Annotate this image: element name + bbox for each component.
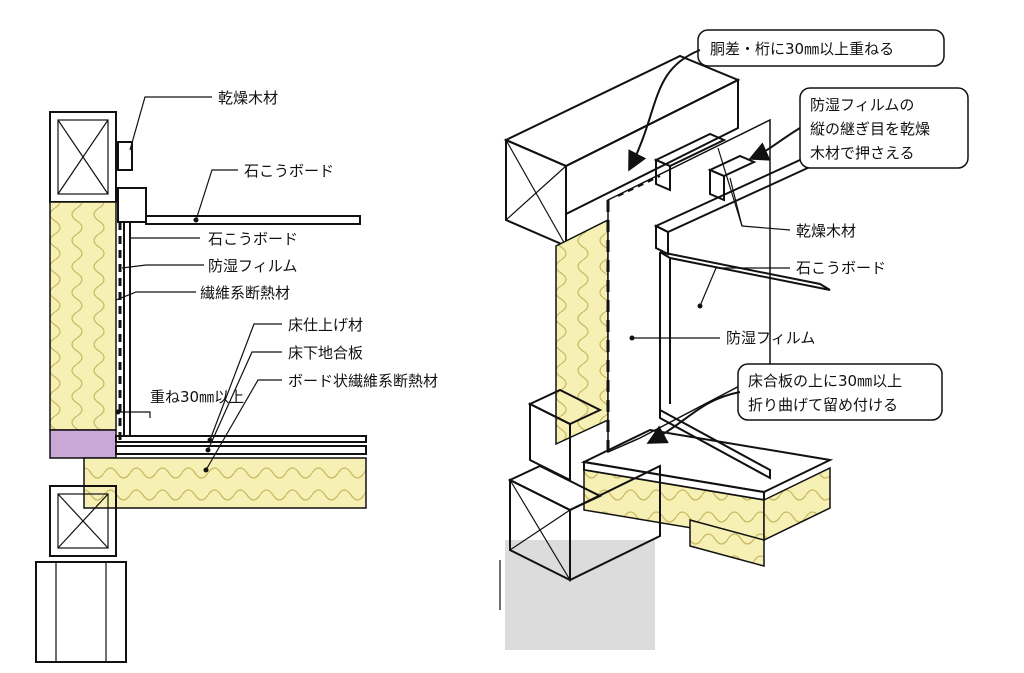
dry-timber-block bbox=[117, 141, 133, 171]
callout-top: 胴差・桁に30㎜以上重ねる bbox=[710, 40, 894, 58]
arrow-floor bbox=[646, 391, 741, 444]
label-overlap: 重ね30㎜以上 bbox=[150, 388, 244, 406]
callout-floor-line1: 床合板の上に30㎜以上 bbox=[748, 372, 902, 390]
left-leader-lines bbox=[115, 96, 282, 471]
label-fiber-insulation: 繊維系断熱材 bbox=[200, 284, 290, 302]
callout-top-box bbox=[697, 29, 945, 67]
label-subfloor-plywood: 床下地合板 bbox=[288, 344, 363, 362]
label-vapor-film-left: 防湿フィルム bbox=[208, 257, 297, 275]
board-insulation bbox=[83, 457, 367, 509]
callout-floor-line2: 折り曲げて留め付ける bbox=[748, 396, 898, 414]
ceiling-block bbox=[117, 187, 147, 223]
left-section: 乾燥木材 石こうボード 石こうボード 防湿フィルム 繊維系断熱材 床仕上げ材 床… bbox=[35, 89, 438, 663]
callout-seam-line3: 木材で押さえる bbox=[810, 144, 915, 162]
gypsum-board-ceiling bbox=[145, 215, 361, 225]
dry-timber-battens bbox=[653, 132, 757, 202]
label-gypsum-board-right: 石こうボード bbox=[796, 259, 886, 277]
label-board-insulation: ボード状繊維系断熱材 bbox=[288, 372, 438, 390]
bottom-beam bbox=[49, 485, 117, 557]
foundation bbox=[35, 561, 127, 663]
top-beam bbox=[49, 111, 117, 203]
label-gypsum-board-ceiling: 石こうボード bbox=[244, 162, 334, 180]
lower-beams-iso bbox=[499, 388, 661, 610]
purple-sill bbox=[49, 429, 117, 459]
gypsum-board-wall bbox=[123, 221, 131, 437]
label-gypsum-board-wall: 石こうボード bbox=[208, 230, 298, 248]
label-floor-finish: 床仕上げ材 bbox=[288, 316, 363, 334]
wall-insulation bbox=[49, 201, 117, 431]
arrow-top bbox=[628, 49, 701, 172]
right-isometric: 胴差・桁に30㎜以上重ねる 防湿フィルムの 縦の継ぎ目を乾燥 木材で押さえる 床… bbox=[499, 29, 969, 650]
label-vapor-film-right: 防湿フィルム bbox=[726, 329, 815, 347]
label-dry-timber-right: 乾燥木材 bbox=[796, 222, 856, 240]
callout-seam-line2: 縦の継ぎ目を乾燥 bbox=[810, 120, 930, 138]
callout-seam-line1: 防湿フィルムの bbox=[810, 96, 914, 114]
floor-finish bbox=[115, 435, 367, 443]
subfloor-plywood bbox=[115, 445, 367, 455]
floor-iso bbox=[580, 428, 834, 567]
ground-shadow bbox=[505, 540, 655, 650]
label-dry-timber-left: 乾燥木材 bbox=[218, 89, 278, 107]
callout-seam-box bbox=[799, 87, 969, 169]
arrow-seam bbox=[748, 127, 801, 161]
